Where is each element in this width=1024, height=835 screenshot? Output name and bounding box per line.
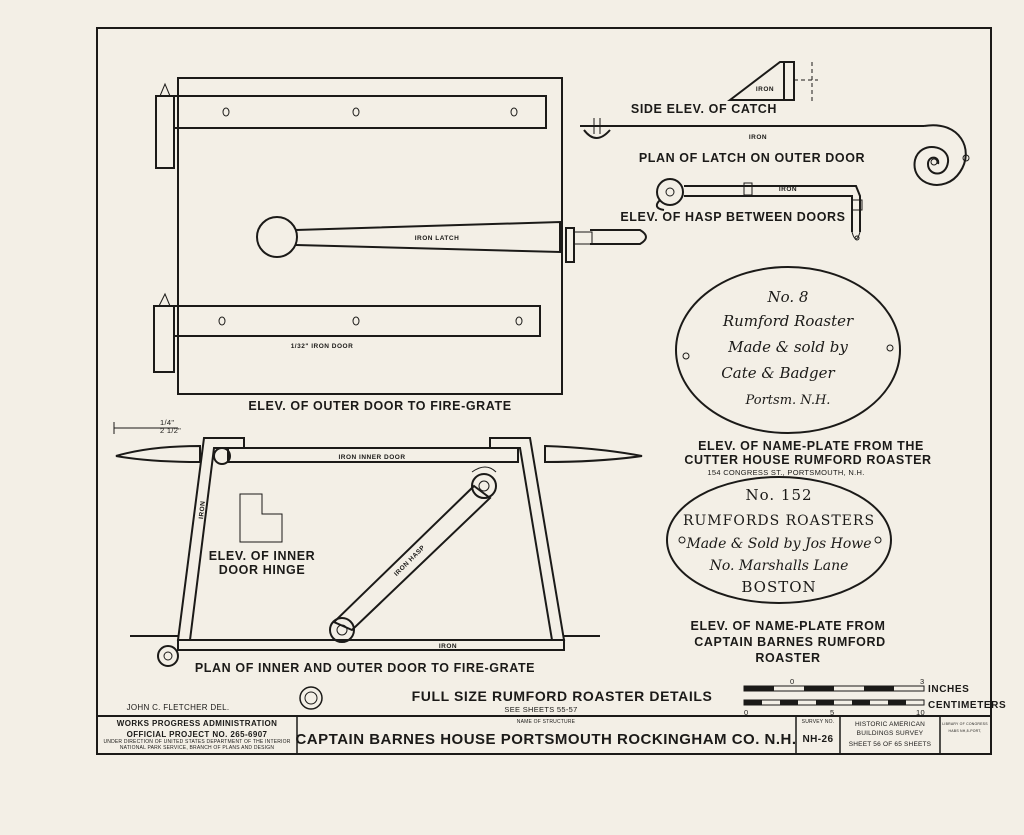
lower-hinge-pintle [153,305,175,373]
upper-hinge-pintle [155,95,175,169]
catch-iron-label: IRON [756,86,774,93]
scale-inches-label: INCHES [928,684,969,695]
structure-name: CAPTAIN BARNES HOUSE PORTSMOUTH ROCKINGH… [295,731,796,748]
survey-label: SURVEY NO. [802,719,835,725]
outer-door-caption: ELEV. OF OUTER DOOR TO FIRE-GRATE [248,399,511,413]
lower-strap-hinge [173,305,541,337]
graphic-scale: 0 3 0 5 10 INCHES CENTIMETERS [743,677,1006,717]
scale-cm-label: CENTIMETERS [928,700,1006,711]
nameplate1-caption-1: ELEV. OF NAME-PLATE FROM THE [698,439,924,453]
catch-side-elevation: IRON [727,61,818,104]
iron-bottom-label: IRON [439,643,457,650]
delineator: JOHN C. FLETCHER DEL. [127,703,230,712]
nameplate1-caption-2: CUTTER HOUSE RUMFORD ROASTER [684,453,931,467]
nameplate1-line2: Rumford Roaster [722,312,854,330]
habs-line-1: HISTORIC AMERICAN [855,721,925,728]
scale-cm-tick-0: 0 [744,708,748,717]
sheet-number: SHEET 56 OF 65 SHEETS [849,741,932,748]
outer-door-elevation: IRON LATCH 1/32" IRON DOOR [153,77,647,395]
inner-outer-door-plan: 1/4" 2 1/2" IRON INNER DOOR IRON IRON HA… [113,418,643,667]
latch-plan-iron-label: IRON [749,134,767,141]
nameplate1-line4: Cate & Badger [721,364,835,382]
dim-bottom-label: 2 1/2" [160,426,181,435]
iron-hasp [332,484,492,632]
nameplate1-line1: No. 8 [767,288,809,306]
side-elev-catch-caption: SIDE ELEV. OF CATCH [631,102,777,116]
sheet-title: FULL SIZE RUMFORD ROASTER DETAILS [412,688,713,704]
nameplate1-line5: Portsm. N.H. [745,393,831,408]
nameplate-captain-barnes: No. 152 RUMFORDS ROASTERS Made & Sold by… [666,476,892,604]
scale-cm-tick-10: 10 [916,708,925,717]
nameplate1-line3: Made & sold by [727,338,848,356]
habs-line-2: BUILDINGS SURVEY [857,730,924,737]
hasp-elevation: IRON [655,178,863,241]
iron-door-label: 1/32" IRON DOOR [291,343,354,350]
wpa-seal [299,686,323,710]
wpa-line-4: NATIONAL PARK SERVICE, BRANCH OF PLANS A… [120,745,275,751]
inner-door-hinge-detail [239,493,283,543]
plan-inner-outer-caption: PLAN OF INNER AND OUTER DOOR TO FIRE-GRA… [195,661,535,675]
iron-latch-label: IRON LATCH [415,235,460,242]
wpa-line-2: OFFICIAL PROJECT NO. 265-6907 [127,730,268,739]
plan-latch-caption: PLAN OF LATCH ON OUTER DOOR [639,151,865,165]
latch-catch [590,229,647,245]
hasp-elev-caption: ELEV. OF HASP BETWEEN DOORS [620,210,845,224]
nameplate-cutter-house: No. 8 Rumford Roaster Made & sold by Cat… [675,266,901,434]
iron-inner-door [227,447,519,463]
latch-knob [256,216,298,258]
latch-plan: IRON [580,118,970,186]
iron-vertical-label: IRON [198,500,207,519]
nameplate2-line2: RUMFORDS ROASTERS [683,513,875,529]
dim-top-label: 1/4" [160,418,174,427]
nameplate1-caption-3: 154 CONGRESS ST., PORTSMOUTH, N.H. [707,468,864,477]
scale-inch-tick-0: 0 [790,677,794,686]
lc-line-2: HABS NH,8-PORT, [949,729,982,733]
spiral-scroll-end [913,124,967,186]
nameplate2-caption-1: ELEV. OF NAME-PLATE FROM [691,619,886,633]
iron-latch-bar [295,220,561,254]
outer-door-outline [177,77,563,395]
nameplate2-line4: No. Marshalls Lane [709,558,849,574]
inner-hinge-caption-2: DOOR HINGE [219,563,306,577]
nameplate2-line3: Made & Sold by Jos Howe [685,536,871,552]
hasp-elev-iron-label: IRON [779,186,797,193]
wpa-line-1: WORKS PROGRESS ADMINISTRATION [117,719,278,728]
nameplate2-line5: BOSTON [741,578,816,596]
nameplate2-line1: No. 152 [745,486,812,504]
survey-no: NH-26 [803,734,834,745]
nameplate2-caption-3: ROASTER [755,651,820,665]
upper-strap-hinge [173,95,547,129]
iron-inner-door-label: IRON INNER DOOR [338,454,405,461]
sheet-border [96,27,992,755]
title-block: WORKS PROGRESS ADMINISTRATION OFFICIAL P… [97,715,991,754]
lc-line-1: LIBRARY OF CONGRESS [942,722,988,726]
inner-hinge-caption-1: ELEV. OF INNER [209,549,316,563]
scale-cm-tick-5: 5 [830,708,834,717]
see-sheets: SEE SHEETS 55-57 [504,705,577,714]
structure-label: NAME OF STRUCTURE [517,719,576,725]
wpa-line-3: UNDER DIRECTION OF UNITED STATES DEPARTM… [103,739,290,745]
scale-inch-tick-3: 3 [920,677,924,686]
nameplate2-caption-2: CAPTAIN BARNES RUMFORD [694,635,885,649]
